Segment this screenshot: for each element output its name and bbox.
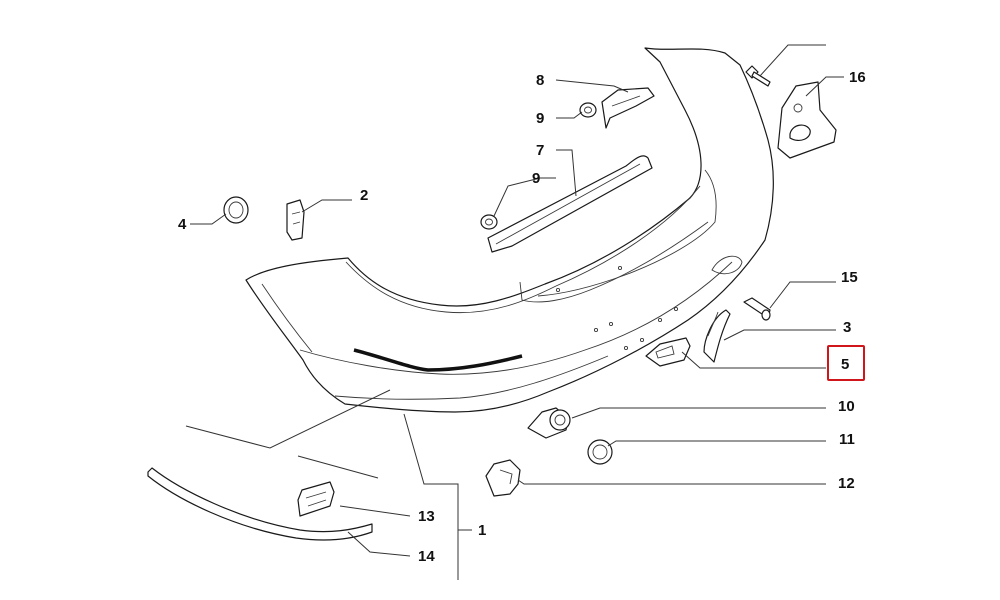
nut-part — [579, 102, 597, 118]
callout-4[interactable]: 4 — [178, 216, 187, 233]
mounting-bar-part — [487, 155, 653, 253]
license-plate-light-part — [645, 337, 691, 367]
clip-part — [286, 199, 305, 241]
callout-8[interactable]: 8 — [536, 72, 544, 89]
sensor-holder-part — [485, 459, 521, 497]
nut-part — [480, 214, 498, 230]
callout-13[interactable]: 13 — [418, 508, 435, 525]
highlight-box — [827, 345, 865, 381]
callout-7[interactable]: 7 — [536, 142, 544, 159]
callout-1[interactable]: 1 — [478, 522, 486, 539]
leader-lines — [185, 44, 844, 580]
trim-strip-part — [147, 467, 373, 541]
callout-3[interactable]: 3 — [843, 319, 851, 336]
sensor-ring-part — [587, 439, 613, 465]
lower-bracket-part — [297, 481, 335, 517]
upper-bracket-part — [601, 87, 655, 129]
ring-part — [223, 196, 249, 224]
bolt-part — [743, 297, 771, 321]
callout-2[interactable]: 2 — [360, 187, 368, 204]
callout-12[interactable]: 12 — [838, 475, 855, 492]
callout-9b[interactable]: 9 — [532, 170, 540, 187]
callout-14[interactable]: 14 — [418, 548, 435, 565]
side-bracket-part — [777, 81, 837, 159]
callout-11[interactable]: 11 — [839, 431, 855, 448]
rear-bumper-part — [245, 47, 774, 413]
tow-hook-cover-part — [703, 309, 731, 363]
callout-15[interactable]: 15 — [841, 269, 858, 286]
parking-sensor-part — [527, 407, 571, 439]
bolt-part — [745, 65, 771, 87]
callout-9a[interactable]: 9 — [536, 110, 544, 127]
callout-16[interactable]: 16 — [849, 69, 866, 86]
callout-5[interactable]: 5 — [841, 356, 849, 373]
callout-10[interactable]: 10 — [838, 398, 855, 415]
